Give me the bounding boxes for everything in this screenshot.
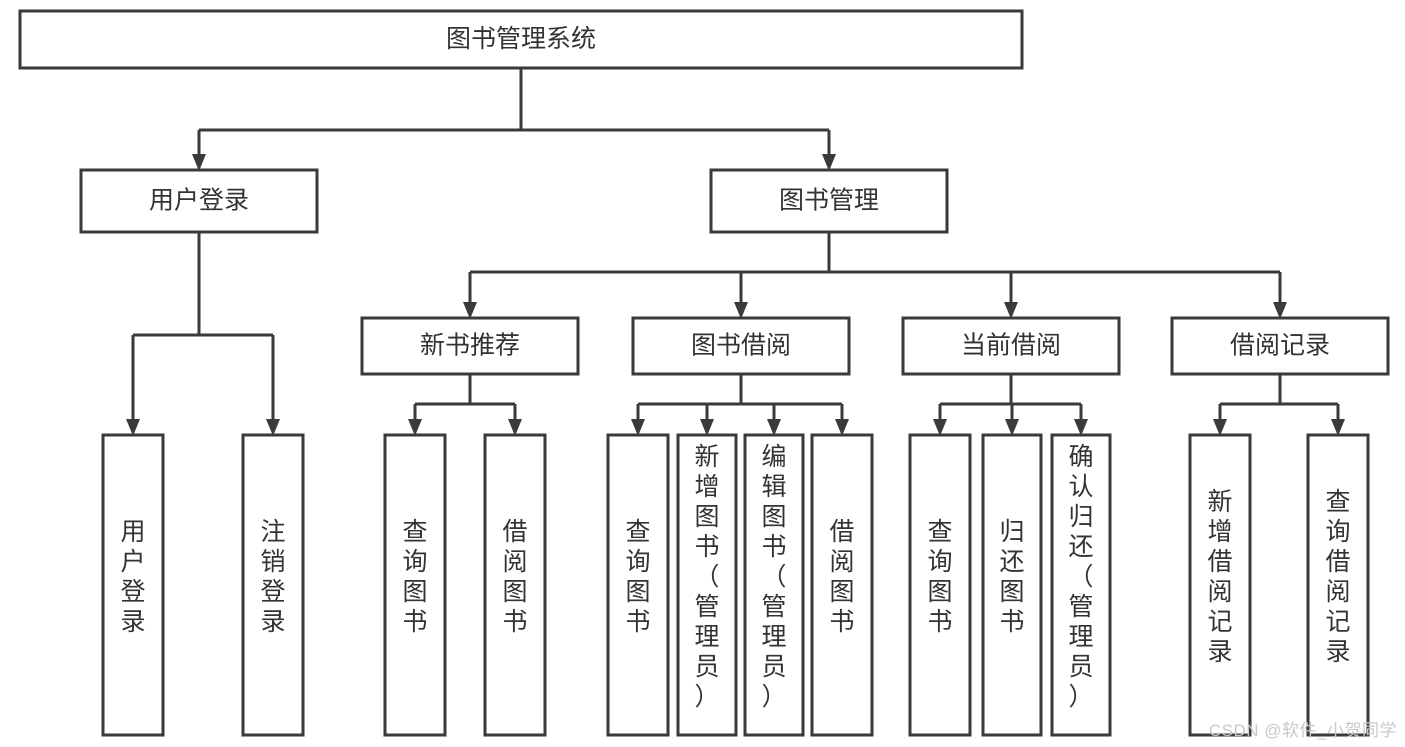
node-new-book-rec[interactable]: 新书推荐 xyxy=(360,316,580,376)
node-box[interactable] xyxy=(908,433,972,737)
node-leaf-edit-book[interactable]: 编辑图书（管理员） xyxy=(743,433,805,737)
arrow-head xyxy=(1004,302,1018,319)
arrow-head xyxy=(734,302,748,319)
arrow-head xyxy=(508,419,522,436)
node-label: 用户登录 xyxy=(120,518,145,636)
node-label: 新书推荐 xyxy=(420,332,520,360)
node-label: 编辑图书（管理员） xyxy=(761,443,786,711)
node-user-login[interactable]: 用户登录 xyxy=(79,168,319,234)
node-label: 图书管理 xyxy=(779,187,879,215)
node-box[interactable] xyxy=(631,316,851,376)
arrow-head xyxy=(408,419,422,436)
arrow-head xyxy=(1005,419,1019,436)
node-box[interactable] xyxy=(1306,433,1370,737)
connector-group-book-manage xyxy=(463,232,1287,319)
arrow-head xyxy=(1331,419,1345,436)
node-box[interactable] xyxy=(981,433,1043,737)
connector-layer xyxy=(126,68,1345,436)
arrow-head xyxy=(767,419,781,436)
connector-group-root xyxy=(192,68,836,171)
arrow-head xyxy=(933,419,947,436)
node-label: 新增图书（管理员） xyxy=(694,443,719,711)
node-leaf-borrow-book[interactable]: 借阅图书 xyxy=(810,433,874,737)
node-box[interactable] xyxy=(743,433,805,737)
arrow-head xyxy=(126,419,140,436)
arrow-head xyxy=(700,419,714,436)
connector-group-new-book-rec xyxy=(408,374,522,436)
connector-group-current-borrow xyxy=(933,374,1088,436)
node-leaf-user-login[interactable]: 用户登录 xyxy=(101,433,165,737)
node-label: 新增借阅记录 xyxy=(1207,488,1232,666)
node-leaf-add-record[interactable]: 新增借阅记录 xyxy=(1188,433,1252,737)
node-box[interactable] xyxy=(709,168,949,234)
node-label: 借阅记录 xyxy=(1230,332,1330,360)
node-leaf-return-book[interactable]: 归还图书 xyxy=(981,433,1043,737)
node-current-borrow[interactable]: 当前借阅 xyxy=(901,316,1121,376)
arrow-head xyxy=(266,419,280,436)
connector-group-user-login xyxy=(126,232,280,436)
node-label: 图书借阅 xyxy=(691,332,791,360)
node-box[interactable] xyxy=(360,316,580,376)
node-label: 查询图书 xyxy=(625,518,650,636)
node-label: 图书管理系统 xyxy=(446,25,596,53)
arrow-head xyxy=(192,154,206,171)
node-leaf-confirm-return[interactable]: 确认归还（管理员） xyxy=(1050,433,1112,737)
node-box[interactable] xyxy=(383,433,447,737)
node-label: 查询图书 xyxy=(402,518,427,636)
node-box[interactable] xyxy=(1170,316,1390,376)
node-box[interactable] xyxy=(79,168,319,234)
arrow-head xyxy=(463,302,477,319)
node-leaf-query-book-borrow[interactable]: 查询图书 xyxy=(606,433,670,737)
node-box[interactable] xyxy=(1050,433,1112,737)
node-box[interactable] xyxy=(810,433,874,737)
node-box[interactable] xyxy=(1188,433,1252,737)
csdn-watermark: CSDN @软件_小贺同学 xyxy=(1208,721,1397,740)
arrow-head xyxy=(835,419,849,436)
node-label: 当前借阅 xyxy=(961,332,1061,360)
node-label: 确认归还（管理员） xyxy=(1068,443,1093,711)
node-book-manage[interactable]: 图书管理 xyxy=(709,168,949,234)
node-label: 查询图书 xyxy=(927,518,952,636)
node-label: 归还图书 xyxy=(999,518,1024,636)
node-label: 查询借阅记录 xyxy=(1325,488,1350,666)
node-borrow-record[interactable]: 借阅记录 xyxy=(1170,316,1390,376)
connector-group-borrow-record xyxy=(1213,374,1345,436)
arrow-head xyxy=(1074,419,1088,436)
node-root[interactable]: 图书管理系统 xyxy=(18,9,1024,70)
node-label: 注销登录 xyxy=(260,518,285,636)
node-label: 借阅图书 xyxy=(502,518,527,636)
node-box[interactable] xyxy=(483,433,547,737)
node-leaf-borrow-book-rec[interactable]: 借阅图书 xyxy=(483,433,547,737)
node-box[interactable] xyxy=(606,433,670,737)
arrow-head xyxy=(822,154,836,171)
node-leaf-add-book[interactable]: 新增图书（管理员） xyxy=(676,433,738,737)
node-box[interactable] xyxy=(901,316,1121,376)
node-leaf-query-record[interactable]: 查询借阅记录 xyxy=(1306,433,1370,737)
node-book-borrow[interactable]: 图书借阅 xyxy=(631,316,851,376)
node-box[interactable] xyxy=(18,9,1024,70)
arrow-head xyxy=(1273,302,1287,319)
node-leaf-query-book-rec[interactable]: 查询图书 xyxy=(383,433,447,737)
node-label: 借阅图书 xyxy=(829,518,854,636)
connector-group-book-borrow xyxy=(631,374,849,436)
node-box[interactable] xyxy=(241,433,305,737)
node-leaf-user-logout[interactable]: 注销登录 xyxy=(241,433,305,737)
node-box[interactable] xyxy=(676,433,738,737)
node-label: 用户登录 xyxy=(149,187,249,215)
node-layer: 图书管理系统用户登录图书管理新书推荐图书借阅当前借阅借阅记录用户登录注销登录查询… xyxy=(18,9,1390,737)
arrow-head xyxy=(631,419,645,436)
arrow-head xyxy=(1213,419,1227,436)
node-leaf-query-book-cur[interactable]: 查询图书 xyxy=(908,433,972,737)
node-box[interactable] xyxy=(101,433,165,737)
